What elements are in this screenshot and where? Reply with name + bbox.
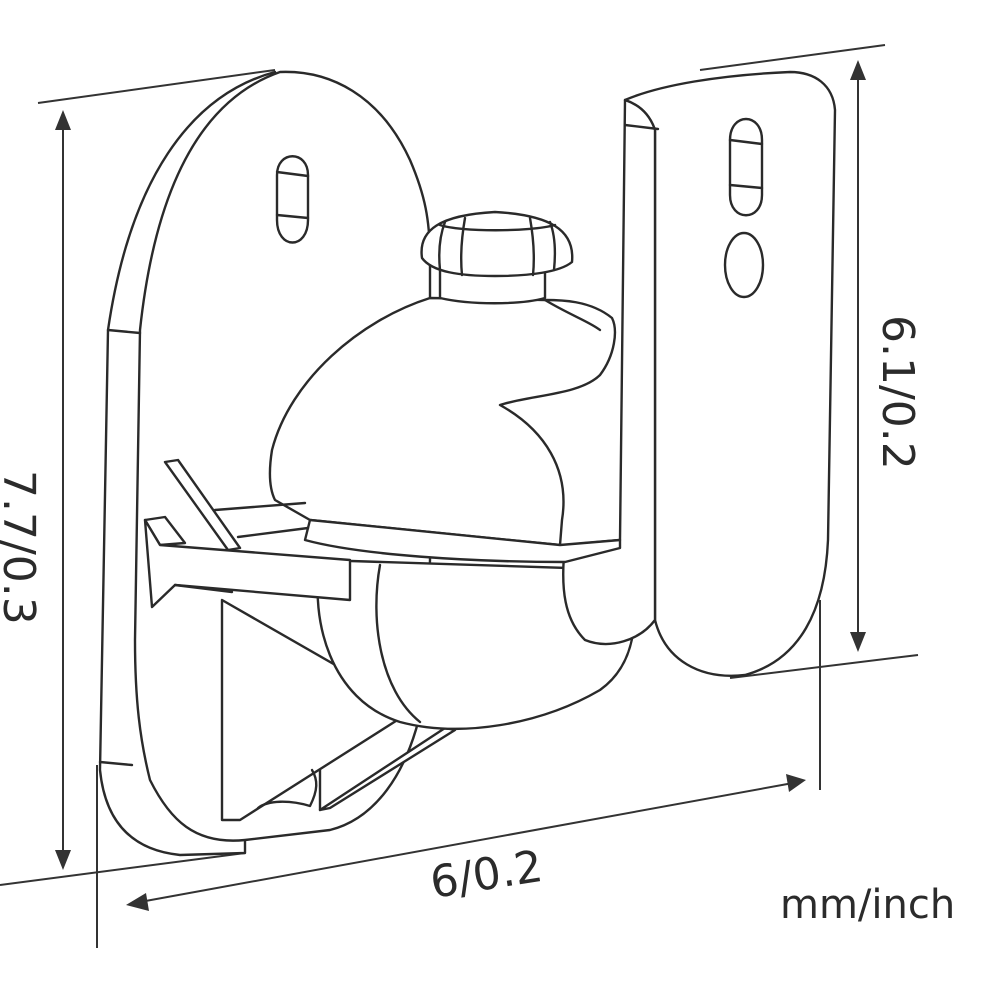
adjustment-knob — [420, 210, 574, 305]
mounting-slot-right — [728, 117, 764, 217]
mounting-slot-left — [275, 155, 310, 244]
ball-joint — [316, 558, 636, 730]
dimension-label-height-arm: 6.1/0.2 — [872, 315, 923, 470]
bracket-wedge — [143, 458, 352, 609]
dimension-label-depth: 6/0.2 — [427, 841, 546, 909]
ball-dome — [268, 296, 622, 564]
mounting-hole — [723, 231, 765, 299]
units-label: mm/inch — [780, 882, 955, 928]
extension-lines — [0, 44, 919, 948]
dimension-arrow-height-arm — [850, 60, 866, 652]
dimension-label-height-total: 7.7/0.3 — [0, 470, 44, 625]
dimension-arrow-height-total — [55, 110, 71, 870]
dimension-arrow-depth — [126, 774, 806, 911]
speaker-arm — [562, 70, 837, 677]
